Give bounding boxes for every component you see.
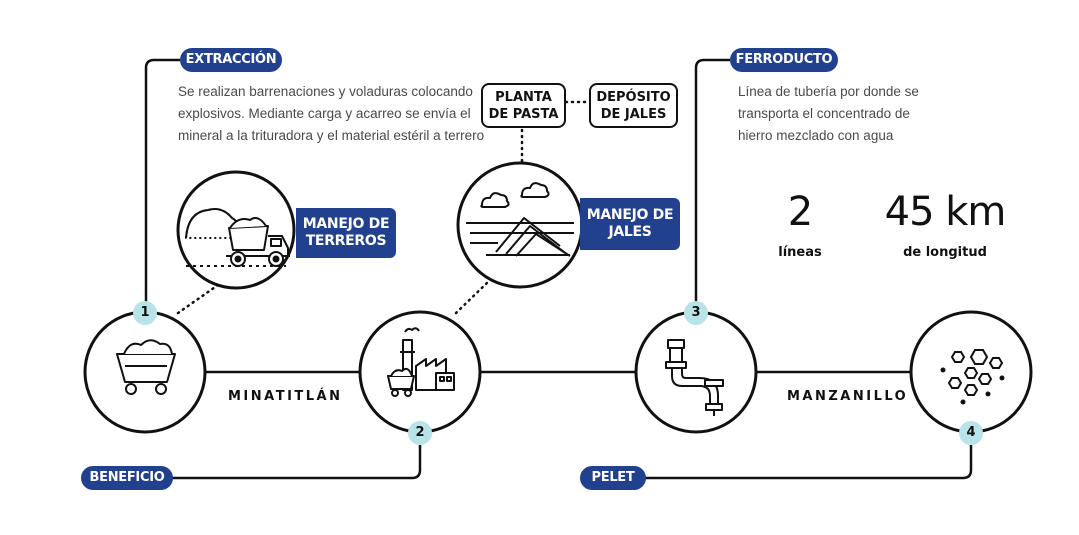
box-deposito-jales: DEPÓSITO DE JALES <box>589 83 678 128</box>
dump-truck-icon <box>185 208 290 267</box>
connector-lines <box>144 58 973 480</box>
beneficio-title: BENEFICIO <box>81 466 173 490</box>
tag-manejo-jales: MANEJO DE JALES <box>580 198 680 250</box>
stat-length-label: de longitud <box>903 245 987 260</box>
dotted-connectors <box>176 100 588 315</box>
location-manzanillo: MANZANILLO <box>787 389 909 404</box>
extraccion-description-text: Se realizan barrenaciones y voladuras co… <box>178 84 485 143</box>
location-minatitlan: MINATITLÁN <box>228 389 343 404</box>
stage2-number: 2 <box>408 421 432 445</box>
processing-plant-icon <box>387 327 455 397</box>
ferroducto-description: Línea de tubería por donde se transporta… <box>738 81 948 147</box>
box-planta-pasta: PLANTA DE PASTA <box>481 83 566 128</box>
extraccion-description: Se realizan barrenaciones y voladuras co… <box>178 81 488 147</box>
jales-circle <box>456 161 584 289</box>
beneficio-leader <box>162 445 422 480</box>
extraccion-leader <box>144 58 180 303</box>
ferroducto-title: FERRODUCTO <box>730 48 838 72</box>
box-planta-pasta-text: PLANTA DE PASTA <box>488 89 559 122</box>
tag-manejo-jales-text: MANEJO DE JALES <box>586 207 674 240</box>
tag-manejo-terreros: MANEJO DE TERREROS <box>296 208 396 258</box>
stage3-circle <box>634 310 758 434</box>
ore-cart-icon <box>116 339 176 395</box>
extraccion-title: EXTRACCIÓN <box>180 48 282 72</box>
pelet-title: PELET <box>580 466 646 490</box>
stage3-number: 3 <box>684 301 708 325</box>
tag-manejo-terreros-text: MANEJO DE TERREROS <box>302 216 390 249</box>
pelet-leader <box>636 445 973 480</box>
ferroducto-leader <box>694 58 730 303</box>
tailings-dam-icon <box>466 182 574 257</box>
stat-length-value: 45 km <box>884 189 1007 235</box>
stage4-number: 4 <box>959 421 983 445</box>
ferroducto-description-text: Línea de tubería por donde se transporta… <box>738 84 919 143</box>
stat-lines-label: líneas <box>778 245 822 260</box>
pipe-icon <box>665 339 724 416</box>
stage1-number: 1 <box>133 301 157 325</box>
stat-lines-value: 2 <box>787 189 813 235</box>
box-deposito-jales-text: DEPÓSITO DE JALES <box>596 89 671 122</box>
pellets-icon <box>940 349 1005 405</box>
